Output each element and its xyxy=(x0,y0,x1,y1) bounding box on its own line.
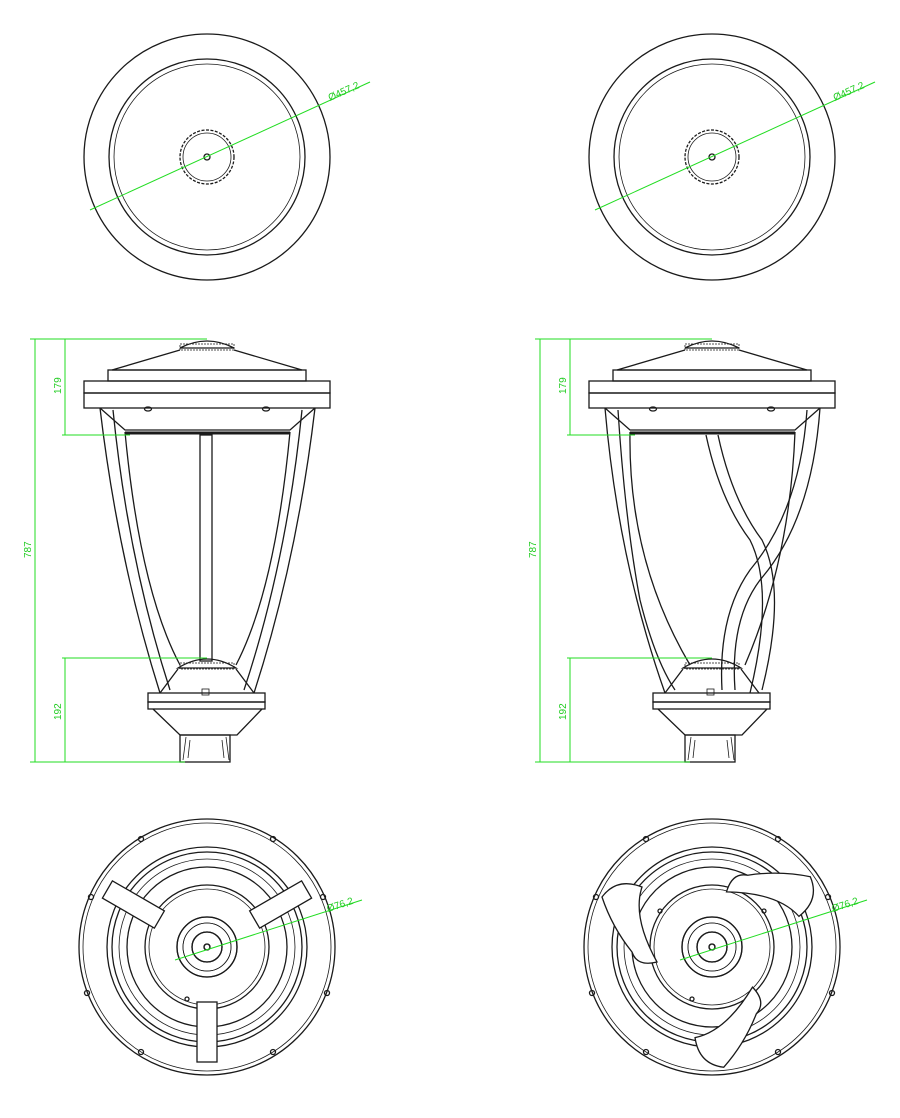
diameter-dimension-line xyxy=(89,81,371,211)
bottom-view-left: Ø76,2 xyxy=(78,818,363,1076)
straight-arms xyxy=(99,407,316,694)
diameter-dimension-line xyxy=(174,899,363,961)
diameter-dimension-line xyxy=(679,899,868,961)
top-height-label: 179 xyxy=(558,377,569,394)
straight-arm-stubs xyxy=(101,879,313,1063)
diameter-label: Ø76,2 xyxy=(831,896,861,915)
top-view-right: Ø457,2 xyxy=(588,33,876,281)
diameter-label: Ø457,2 xyxy=(327,80,362,104)
overall-height-label: 787 xyxy=(23,541,34,558)
overall-height-label: 787 xyxy=(528,541,539,558)
side-view-right: 787 179 192 xyxy=(528,338,837,764)
bottom-view-right: Ø76,2 xyxy=(583,818,868,1076)
bottom-height-label: 192 xyxy=(53,703,64,720)
top-view-left: Ø457,2 xyxy=(83,33,371,281)
side-view-left: 787 179 192 xyxy=(23,338,332,764)
diameter-label: Ø457,2 xyxy=(832,80,867,104)
twisted-arms xyxy=(604,407,821,694)
diameter-dimension-line xyxy=(594,81,876,211)
twisted-arm-stubs xyxy=(601,872,814,1068)
height-dimensions: 787 179 192 xyxy=(23,338,207,763)
diameter-label: Ø76,2 xyxy=(326,896,356,915)
bottom-height-label: 192 xyxy=(558,703,569,720)
top-height-label: 179 xyxy=(53,377,64,394)
height-dimensions: 787 179 192 xyxy=(528,338,712,763)
